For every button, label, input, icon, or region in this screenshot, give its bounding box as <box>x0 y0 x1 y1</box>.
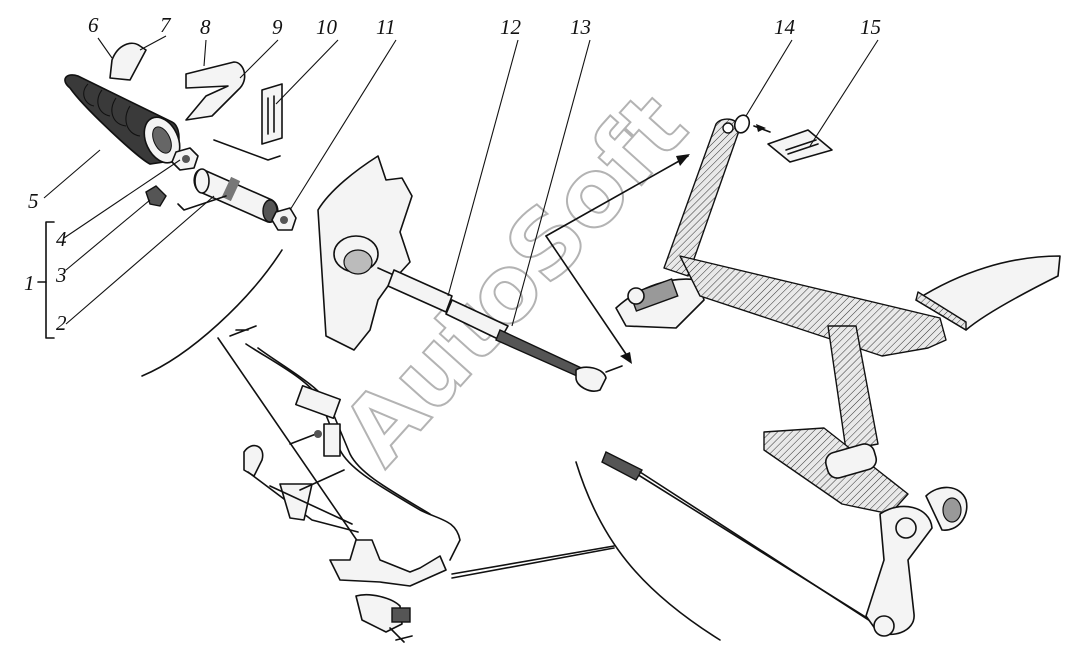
callout-9: 9 <box>272 15 283 39</box>
washer <box>733 114 751 134</box>
callout-7: 7 <box>160 13 172 37</box>
pushrod-assembly <box>377 267 623 392</box>
cap <box>145 185 167 207</box>
callout-3: 3 <box>55 263 67 287</box>
callout-4: 4 <box>56 227 67 251</box>
pin-plate <box>767 129 833 163</box>
callout-5: 5 <box>28 189 39 213</box>
boot-assembly <box>64 42 297 231</box>
callout-1: 1 <box>24 271 35 295</box>
arrow-head-upper <box>676 154 690 166</box>
pedal-assembly <box>601 118 1061 637</box>
nut-small <box>171 147 199 171</box>
arrow-down-right <box>545 235 631 361</box>
callout-14: 14 <box>774 15 796 39</box>
callout-2: 2 <box>56 311 67 335</box>
callout-6: 6 <box>88 13 99 37</box>
spring-clip <box>109 42 147 81</box>
callout-13: 13 <box>570 15 591 39</box>
callout-11: 11 <box>376 15 395 39</box>
arrow-up-right <box>545 155 689 237</box>
cotter-pin-plate <box>261 83 283 145</box>
callout-8: 8 <box>200 15 211 39</box>
adjusting-tube <box>193 168 279 223</box>
bracket-group-1 <box>45 221 55 339</box>
callout-12: 12 <box>500 15 522 39</box>
rubber-boot <box>64 74 181 165</box>
lock-nut <box>271 207 297 231</box>
leader-lines <box>43 35 879 327</box>
bracket-clip <box>185 61 246 121</box>
callout-labels: 6 7 8 9 10 11 12 13 14 15 5 4 1 3 2 <box>24 13 881 335</box>
callout-15: 15 <box>860 15 881 39</box>
callout-10: 10 <box>316 15 338 39</box>
cab-linkage <box>141 249 721 643</box>
firewall-panel <box>317 155 413 351</box>
arrow-head-lower <box>620 352 632 364</box>
